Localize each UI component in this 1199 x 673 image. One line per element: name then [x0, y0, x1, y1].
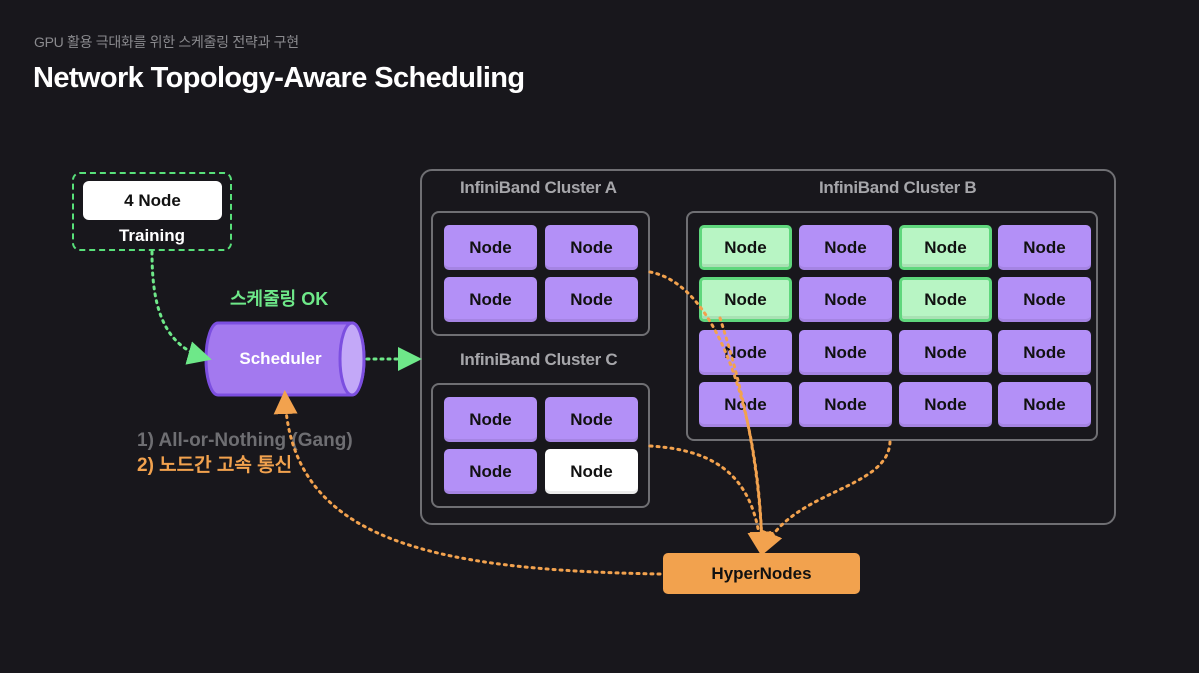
cluster-b-node: Node [998, 277, 1091, 322]
cluster-b-node: Node [699, 330, 792, 375]
scheduling-ok-label: 스케줄링 OK [230, 289, 329, 309]
cluster-b-node: Node [899, 330, 992, 375]
cluster-b-node: Node [799, 277, 892, 322]
cluster-b-node-selected: Node [899, 225, 992, 270]
cluster-c-title: InfiniBand Cluster C [460, 350, 618, 369]
cluster-c-node: Node [545, 397, 638, 442]
job-node-count-chip: 4 Node [83, 181, 222, 220]
cluster-c-node: Node [444, 397, 537, 442]
cluster-a-title: InfiniBand Cluster A [460, 178, 617, 197]
training-job-box: 4 Node Training [72, 172, 232, 251]
cluster-b-node: Node [799, 330, 892, 375]
cluster-a-node: Node [545, 225, 638, 270]
scheduler-label: Scheduler [239, 349, 322, 368]
cluster-b-node: Node [899, 382, 992, 427]
cluster-b-node-selected: Node [699, 225, 792, 270]
job-type-label: Training [118, 226, 186, 245]
cluster-b-node: Node [799, 382, 892, 427]
cluster-b-node: Node [998, 225, 1091, 270]
hypernodes-box: HyperNodes [663, 553, 860, 594]
cluster-a-node: Node [545, 277, 638, 322]
cluster-b-node: Node [998, 330, 1091, 375]
cluster-b-node-selected: Node [699, 277, 792, 322]
requirement-gang: 1) All-or-Nothing (Gang) [137, 430, 353, 451]
cluster-b-node: Node [799, 225, 892, 270]
cluster-c-node: Node [444, 449, 537, 494]
requirements-notes: 1) All-or-Nothing (Gang) 2) 노드간 고속 통신 [137, 428, 353, 478]
cluster-a-node: Node [444, 225, 537, 270]
training-to-scheduler-arrow [150, 250, 212, 365]
slide-subtitle: GPU 활용 극대화를 위한 스케줄링 전략과 구현 [34, 34, 299, 50]
cluster-b-title: InfiniBand Cluster B [819, 178, 977, 197]
cluster-b-node: Node [699, 382, 792, 427]
requirement-interconnect: 2) 노드간 고속 통신 [137, 455, 293, 476]
cluster-a-node: Node [444, 277, 537, 322]
cluster-c-node-free: Node [545, 449, 638, 494]
cluster-b-node-selected: Node [899, 277, 992, 322]
cluster-b-node: Node [998, 382, 1091, 427]
slide-title: Network Topology-Aware Scheduling [33, 62, 525, 94]
